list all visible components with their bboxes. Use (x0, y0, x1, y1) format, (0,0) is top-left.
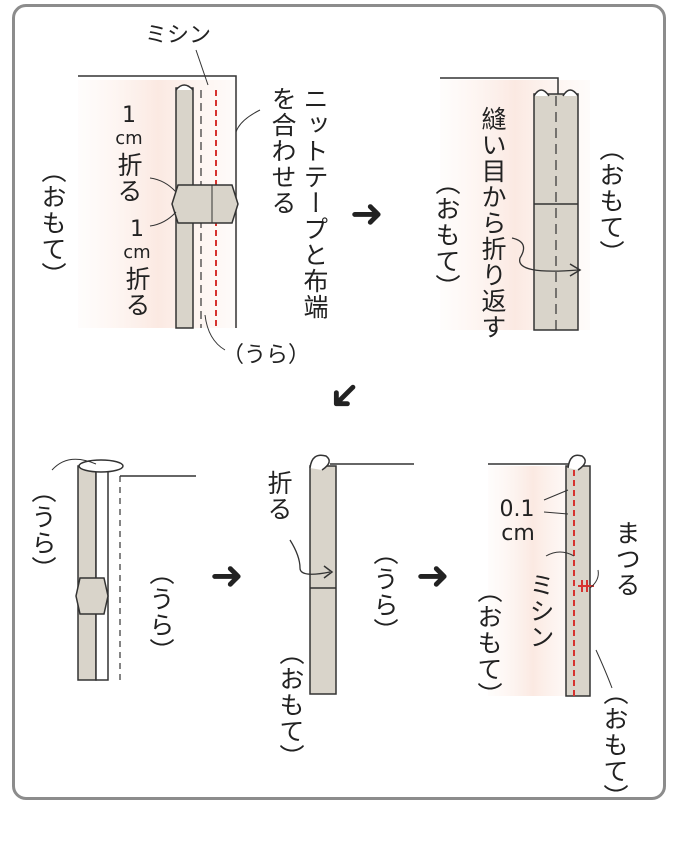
label-point-one: 0.1 (499, 497, 535, 522)
label-1cm-b-verb: 折る (122, 266, 151, 318)
right-arrow-icon: ➜ (210, 553, 244, 599)
label-mishin-5: ミシン (526, 572, 555, 650)
label-seam-fold: 縫い目から折り返す (478, 106, 507, 340)
label-ura-1: （うら） (222, 343, 311, 368)
panel-4 (289, 454, 414, 695)
panel-1 (78, 49, 261, 351)
label-awaseru: を合わせる (268, 86, 297, 216)
diagram-frame (12, 4, 666, 800)
label-1cm-b-num: 1 (130, 217, 144, 242)
label-omote-5b: （おもて） (600, 680, 629, 810)
right-arrow-icon: ➜ (416, 553, 450, 599)
label-cm: cm (501, 521, 535, 546)
label-ura-3b: （うら） (146, 560, 175, 664)
label-mishin-1: ミシン (144, 23, 211, 48)
panel-3 (51, 458, 196, 681)
panel-5 (488, 454, 613, 697)
right-arrow-icon: ➜ (350, 191, 384, 237)
label-ura-4: （うら） (370, 540, 399, 644)
panel-2 (440, 77, 590, 331)
label-omote-2a: （おもて） (432, 170, 461, 300)
label-1cm-a-unit: cm (115, 128, 143, 149)
label-omote-2b: （おもて） (596, 136, 625, 266)
label-1cm-a-verb: 折る (114, 152, 143, 204)
label-matsuru: まつる (612, 520, 641, 598)
label-omote-1: （おもて） (38, 158, 67, 288)
label-1cm-a-num: 1 (122, 103, 136, 128)
label-1cm-b-unit: cm (123, 242, 151, 263)
label-omote-4: （おもて） (276, 640, 305, 770)
label-knit-tape: ニットテープと布端 (300, 86, 329, 320)
label-ura-3a: （うら） (28, 478, 57, 582)
label-omote-5a: （おもて） (474, 578, 503, 708)
label-oru: 折る (264, 470, 293, 522)
